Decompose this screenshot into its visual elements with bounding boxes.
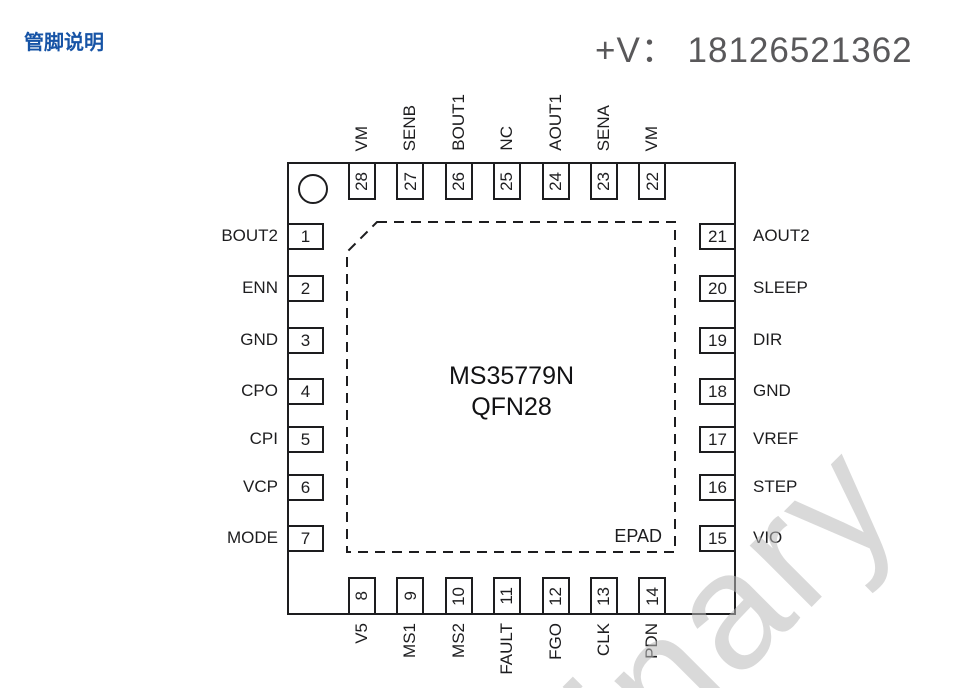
pin-box-21: 21 bbox=[699, 223, 736, 250]
pin-number-28: 28 bbox=[352, 171, 372, 191]
pin-label-14: PDN bbox=[642, 623, 662, 659]
pin-number-13: 13 bbox=[594, 586, 614, 606]
pin-box-25: 25 bbox=[493, 162, 522, 200]
pin-number-3: 3 bbox=[300, 330, 311, 350]
pin-box-27: 27 bbox=[396, 162, 425, 200]
pin-label-3: GND bbox=[240, 330, 278, 349]
pin-box-9: 9 bbox=[396, 577, 425, 615]
pin-box-28: 28 bbox=[348, 162, 376, 200]
epad-label: EPAD bbox=[614, 526, 662, 546]
pin-label-25: NC bbox=[497, 126, 517, 151]
pin-label-6: VCP bbox=[243, 477, 278, 496]
pin-box-15: 15 bbox=[699, 525, 736, 552]
pin-label-27: SENB bbox=[400, 104, 420, 151]
pin-box-23: 23 bbox=[590, 162, 618, 200]
pin-box-14: 14 bbox=[638, 577, 667, 615]
pin-label-2: ENN bbox=[242, 278, 278, 297]
pin-number-5: 5 bbox=[300, 429, 311, 449]
pin-label-12: FGO bbox=[545, 623, 565, 660]
pin-number-4: 4 bbox=[300, 381, 311, 401]
pin-number-17: 17 bbox=[708, 429, 727, 449]
pin-number-6: 6 bbox=[300, 477, 311, 497]
chip-part-number: MS35779N bbox=[448, 362, 575, 390]
pin-box-5: 5 bbox=[287, 426, 324, 453]
pin-label-15: VIO bbox=[753, 528, 783, 547]
pin-number-19: 19 bbox=[708, 330, 727, 350]
pin-number-16: 16 bbox=[708, 477, 727, 497]
pin-label-26: BOUT1 bbox=[448, 94, 468, 151]
pin-number-24: 24 bbox=[545, 171, 565, 191]
pin-box-1: 1 bbox=[287, 223, 324, 250]
pin-label-20: SLEEP bbox=[753, 278, 808, 297]
pin-label-10: MS2 bbox=[448, 623, 468, 658]
pin1-indicator-icon bbox=[298, 174, 328, 204]
pin-box-26: 26 bbox=[444, 162, 473, 200]
pin-box-16: 16 bbox=[699, 474, 736, 501]
pin-number-11: 11 bbox=[497, 587, 517, 605]
pin-box-8: 8 bbox=[348, 577, 376, 615]
pin-label-18: GND bbox=[753, 381, 791, 400]
pin-label-16: STEP bbox=[753, 477, 798, 496]
pin-label-5: CPI bbox=[249, 429, 278, 448]
pin-number-15: 15 bbox=[708, 528, 727, 548]
pin-number-1: 1 bbox=[300, 226, 311, 246]
pin-box-10: 10 bbox=[444, 577, 473, 615]
pin-number-2: 2 bbox=[300, 278, 311, 298]
pin-label-17: VREF bbox=[753, 429, 799, 448]
pin-number-10: 10 bbox=[449, 586, 469, 606]
pin-label-22: VM bbox=[642, 125, 662, 152]
pin-label-23: SENA bbox=[594, 104, 613, 151]
pin-number-18: 18 bbox=[708, 381, 727, 401]
pin-number-25: 25 bbox=[497, 171, 517, 191]
pin-label-19: DIR bbox=[753, 330, 783, 349]
pin-label-28: VM bbox=[352, 125, 371, 152]
pin-label-21: AOUT2 bbox=[753, 226, 810, 245]
pin-box-19: 19 bbox=[699, 327, 736, 354]
pin-box-13: 13 bbox=[590, 577, 618, 615]
pin-number-7: 7 bbox=[300, 528, 311, 548]
pin-box-11: 11 bbox=[493, 577, 522, 615]
pin-number-23: 23 bbox=[594, 171, 614, 191]
chip-package: QFN28 bbox=[471, 393, 552, 421]
pin-number-20: 20 bbox=[708, 278, 727, 298]
pin-box-3: 3 bbox=[287, 327, 324, 354]
pin-label-1: BOUT2 bbox=[221, 226, 278, 245]
pin-box-20: 20 bbox=[699, 275, 736, 302]
pin-label-7: MODE bbox=[227, 528, 278, 547]
pin-box-22: 22 bbox=[638, 162, 667, 200]
pin-label-4: CPO bbox=[241, 381, 278, 400]
pin-label-11: FAULT bbox=[497, 623, 517, 675]
pin-label-9: MS1 bbox=[400, 623, 420, 658]
chip-center-text: MS35779N QFN28 bbox=[287, 361, 736, 423]
pin-box-2: 2 bbox=[287, 275, 324, 302]
pin-number-27: 27 bbox=[400, 171, 420, 191]
pin-number-8: 8 bbox=[352, 591, 372, 601]
pin-number-14: 14 bbox=[642, 586, 662, 606]
pin-label-13: CLK bbox=[594, 623, 613, 657]
pin-number-22: 22 bbox=[642, 171, 662, 191]
pin-box-24: 24 bbox=[541, 162, 570, 200]
pin-number-21: 21 bbox=[708, 226, 727, 246]
pin-box-6: 6 bbox=[287, 474, 324, 501]
pin-number-26: 26 bbox=[449, 171, 469, 191]
contact-phone: +V： 18126521362 bbox=[595, 31, 913, 70]
pin-number-9: 9 bbox=[400, 591, 420, 601]
pin-box-12: 12 bbox=[541, 577, 570, 615]
pin-label-8: V5 bbox=[352, 623, 371, 644]
pin-box-4: 4 bbox=[287, 378, 324, 405]
pin-box-18: 18 bbox=[699, 378, 736, 405]
pin-box-17: 17 bbox=[699, 426, 736, 453]
page-title: 管脚说明 bbox=[24, 32, 104, 54]
pin-box-7: 7 bbox=[287, 525, 324, 552]
pin-label-24: AOUT1 bbox=[545, 94, 565, 151]
pin-number-12: 12 bbox=[545, 586, 565, 606]
